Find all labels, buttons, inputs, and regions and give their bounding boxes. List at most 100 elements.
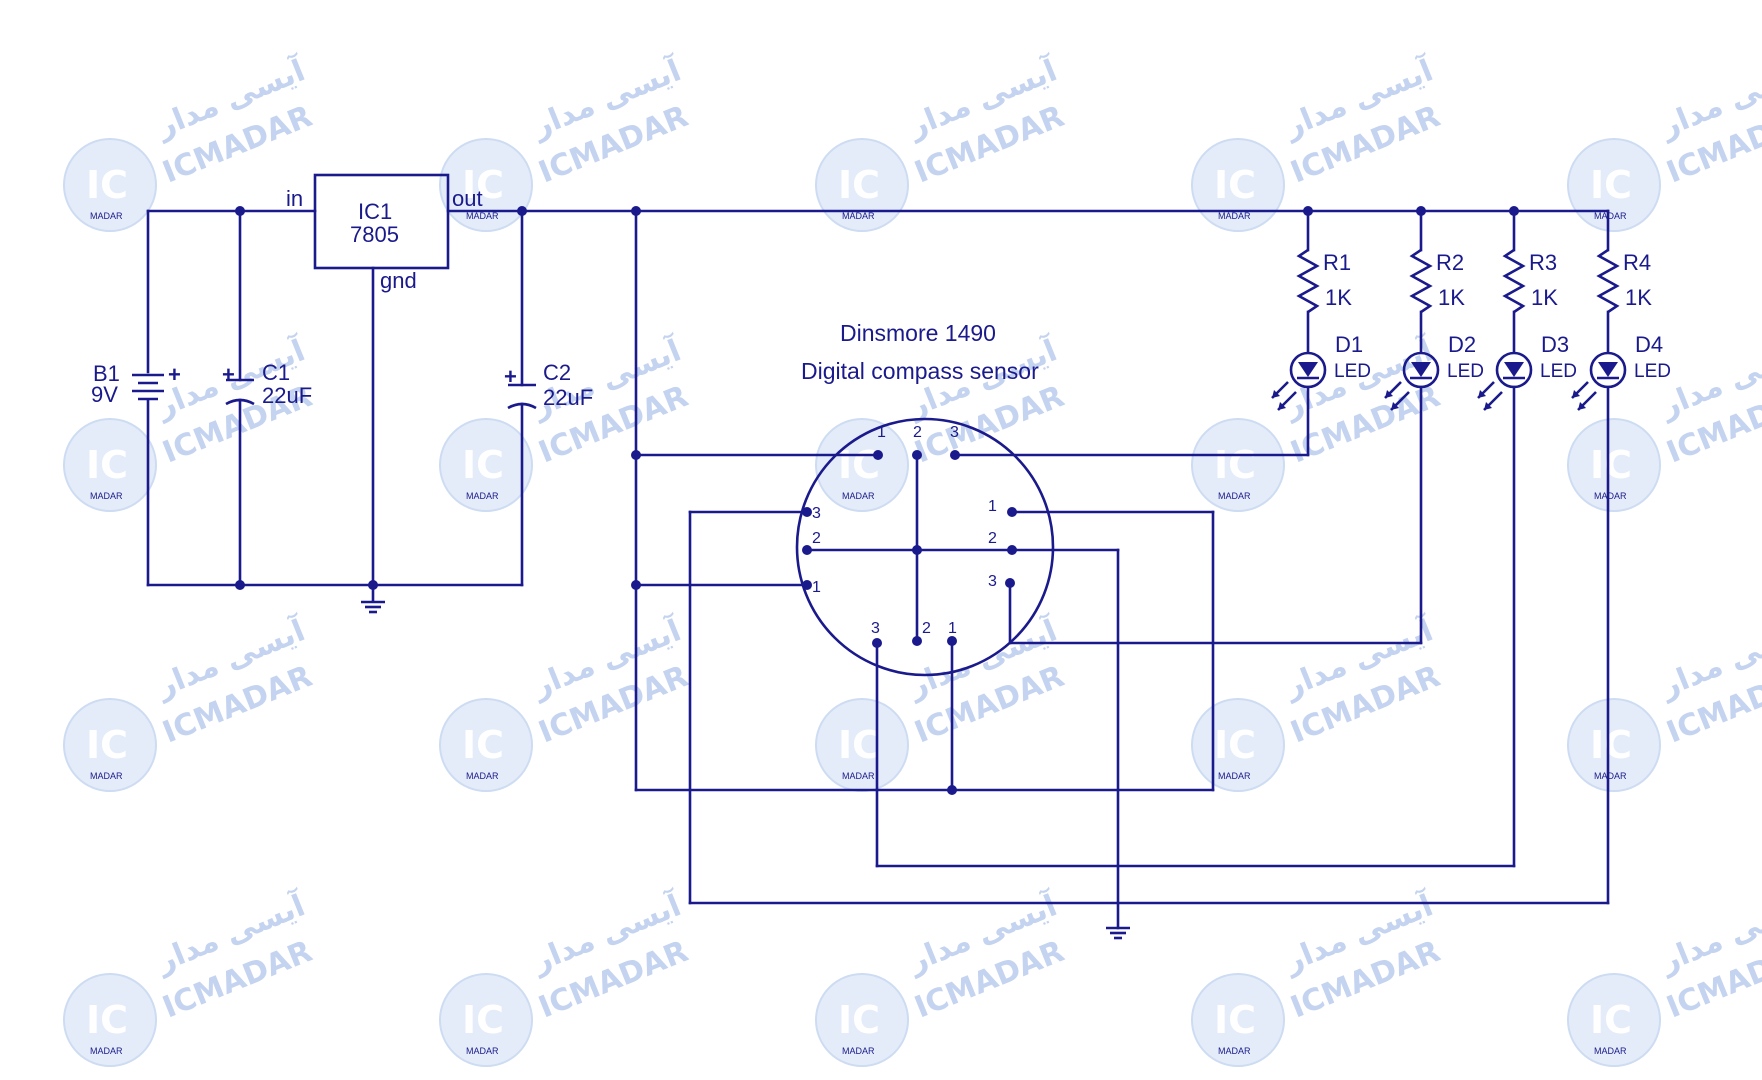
ic-logo-icon — [815, 138, 909, 232]
ground-symbol-2 — [1106, 926, 1130, 940]
ic1-in-label: in — [286, 186, 303, 211]
light-arrow-b-4 — [1578, 402, 1586, 410]
watermark-logo-sub: MADAR — [90, 491, 123, 501]
watermark-logo-sub: MADAR — [842, 771, 875, 781]
junction-dot — [235, 580, 245, 590]
junction-dot — [1005, 578, 1015, 588]
led-type-3: LED — [1540, 361, 1577, 382]
watermark-logo-sub: MADAR — [1218, 211, 1251, 221]
watermark-logo: IC — [86, 998, 128, 1042]
ic1-out-label: out — [452, 186, 483, 211]
ic-logo-icon — [1191, 418, 1285, 512]
led-type-2: LED — [1447, 361, 1484, 382]
watermark-logo-sub: MADAR — [90, 211, 123, 221]
b1-value: 9V — [91, 382, 118, 407]
light-arrow-b-3 — [1484, 402, 1492, 410]
watermark-logo-sub: MADAR — [466, 1046, 499, 1056]
light-arrow-3 — [1478, 390, 1486, 398]
led-name-2: D2 — [1448, 332, 1476, 357]
led-triangle-2 — [1411, 362, 1431, 377]
watermark-logo-sub: MADAR — [1594, 211, 1627, 221]
resistor-r1 — [1296, 248, 1320, 314]
ic-logo-icon — [1567, 418, 1661, 512]
sensor-subtitle: Digital compass sensor — [801, 358, 1039, 384]
led-name-4: D4 — [1635, 332, 1663, 357]
ic-logo-icon — [1567, 138, 1661, 232]
power-supply-section — [146, 209, 1610, 602]
capacitor-c1: + C1 22uF — [222, 360, 312, 408]
pin-top-3: 3 — [950, 424, 959, 441]
watermark-logo-sub: MADAR — [90, 1046, 123, 1056]
light-arrow-1 — [1272, 390, 1280, 398]
sensor-title: Dinsmore 1490 — [840, 320, 996, 346]
junction-dot — [947, 636, 957, 646]
watermark-logo: IC — [838, 443, 880, 487]
battery-b1: B1 9V + — [91, 361, 181, 407]
watermark-logo: IC — [86, 723, 128, 767]
watermark-logo-sub: MADAR — [466, 771, 499, 781]
junction-dot — [631, 206, 641, 216]
ic-logo-icon — [815, 973, 909, 1067]
sensor-wiring — [634, 209, 1610, 930]
ic-logo-icon — [63, 698, 157, 792]
light-arrow-b-1 — [1278, 402, 1286, 410]
watermark-logo: IC — [838, 998, 880, 1042]
watermark-logo: IC — [1214, 723, 1256, 767]
led-triangle-1 — [1298, 362, 1318, 377]
ic-logo-icon — [439, 418, 533, 512]
watermark-logo: IC — [462, 163, 504, 207]
b1-plus: + — [168, 362, 181, 387]
b1-name: B1 — [93, 361, 120, 386]
ic1-part: 7805 — [350, 222, 399, 247]
watermark-logo-sub: MADAR — [1218, 491, 1251, 501]
junction-dot — [802, 507, 812, 517]
ic-logo-icon — [63, 418, 157, 512]
pin-right-3: 3 — [988, 573, 997, 590]
watermark-logo: IC — [462, 998, 504, 1042]
junction-dot — [947, 785, 957, 795]
junction-dot — [368, 580, 378, 590]
ic-logo-icon — [1567, 973, 1661, 1067]
c2-name: C2 — [543, 360, 571, 385]
led-type-1: LED — [1334, 361, 1371, 382]
junction-dot — [1416, 206, 1426, 216]
pin-right-1: 1 — [988, 498, 997, 515]
junction-dot — [912, 545, 922, 555]
pin-left-1: 1 — [812, 579, 821, 596]
junction-dot — [950, 450, 960, 460]
pin-bottom-1: 1 — [948, 620, 957, 637]
junction-dot — [1509, 206, 1519, 216]
junction-dot — [1007, 507, 1017, 517]
voltage-regulator-ic1: IC1 7805 in out gnd — [286, 173, 483, 293]
resistor-r4 — [1596, 248, 1620, 314]
watermark-logo: IC — [462, 443, 504, 487]
led-name-3: D3 — [1541, 332, 1569, 357]
watermark-logo-sub: MADAR — [90, 771, 123, 781]
ic-logo-icon — [439, 138, 533, 232]
pin-right-2: 2 — [988, 530, 997, 547]
junction-dot — [631, 580, 641, 590]
light-arrow-2 — [1385, 390, 1393, 398]
watermark-logo: IC — [1214, 163, 1256, 207]
ic-logo-icon — [439, 973, 533, 1067]
watermark-logo: IC — [1590, 163, 1632, 207]
junction-dots — [235, 206, 1519, 795]
junction-dot — [802, 580, 812, 590]
ic1-gnd-label: gnd — [380, 268, 417, 293]
ic1-name: IC1 — [358, 199, 392, 224]
watermark-logo-sub: MADAR — [842, 491, 875, 501]
compass-sensor: Dinsmore 1490 Digital compass sensor 1 2… — [795, 320, 1055, 677]
